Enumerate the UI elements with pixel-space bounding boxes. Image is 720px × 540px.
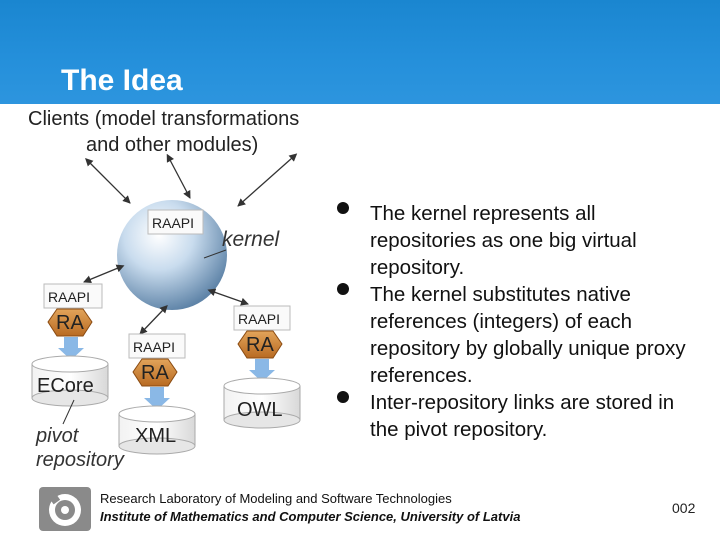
ra-hexagon-xml — [132, 358, 178, 387]
raapi-label-ecore: RAAPI — [48, 289, 90, 305]
ecore-cylinder-top — [31, 355, 109, 373]
clients-card — [26, 104, 336, 162]
kernel-xml-arrow — [139, 304, 168, 335]
lab-logo — [39, 487, 91, 531]
owl-label: OWL — [237, 399, 283, 421]
ecore-cylinder-bottom — [31, 389, 109, 407]
bullet-dot — [337, 283, 349, 295]
kernel-label: kernel — [222, 228, 281, 251]
raapi-box-top — [147, 209, 204, 235]
bullet-text: The kernel substitutes native references… — [370, 283, 686, 387]
ra-label-ecore: RA — [56, 312, 84, 334]
owl-cylinder-bottom — [223, 411, 301, 429]
raapi-label-top: RAAPI — [152, 215, 194, 231]
pivot-label-line2: repository — [36, 449, 125, 471]
bullet-dot — [337, 202, 349, 214]
kernel-ecore-arrow — [83, 264, 125, 284]
pivot-label-line1: pivot — [35, 425, 80, 447]
raapi-label-owl: RAAPI — [238, 311, 280, 327]
xml-down-arrow — [144, 387, 170, 410]
raapi-box-ecore — [43, 283, 103, 309]
bullet-item: The kernel substitutes native references… — [336, 281, 706, 389]
ra-label-xml: RA — [141, 362, 169, 384]
ecore-label: ECore — [37, 375, 94, 397]
clients-label-line1: Clients (model transformations — [28, 108, 299, 130]
xml-label: XML — [135, 425, 176, 447]
kernel-pointer-line — [203, 249, 227, 259]
bullet-item: Inter-repository links are stored in the… — [336, 389, 706, 443]
bullet-list: The kernel represents all repositories a… — [336, 200, 706, 443]
header-bar — [0, 0, 720, 104]
footer-institute-name: Institute of Mathematics and Computer Sc… — [100, 509, 521, 524]
client-arrow-left — [85, 158, 131, 204]
kernel-owl-arrow — [207, 288, 249, 306]
bullet-item: The kernel represents all repositories a… — [336, 200, 706, 281]
xml-cylinder-bottom — [118, 437, 196, 455]
client-arrow-right — [237, 153, 298, 207]
bullet-text: The kernel represents all repositories a… — [370, 202, 637, 279]
bullet-dot — [337, 391, 349, 403]
xml-cylinder-top — [118, 405, 196, 423]
raapi-box-owl — [233, 305, 291, 331]
footer-lab-name: Research Laboratory of Modeling and Soft… — [100, 491, 452, 506]
page-number: 002 — [672, 500, 696, 516]
owl-down-arrow — [249, 359, 275, 382]
ra-label-owl: RA — [246, 334, 274, 356]
owl-cylinder-top — [223, 377, 301, 395]
bullet-text: Inter-repository links are stored in the… — [370, 391, 675, 441]
raapi-label-xml: RAAPI — [133, 339, 175, 355]
slide-title: The Idea — [61, 64, 183, 97]
pivot-pointer-line — [62, 399, 75, 425]
raapi-box-xml — [128, 333, 186, 359]
ecore-down-arrow — [58, 337, 84, 360]
clients-label-line2: and other modules) — [86, 134, 258, 156]
client-arrow-middle — [166, 153, 191, 199]
ra-hexagon-ecore — [47, 308, 93, 337]
ra-hexagon-owl — [237, 330, 283, 359]
